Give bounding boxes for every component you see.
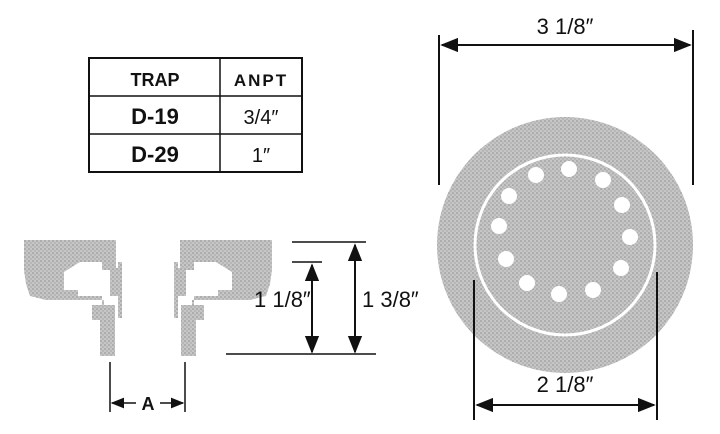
section-right-half	[166, 240, 272, 356]
strainer-hole	[561, 161, 577, 177]
strainer-hole	[595, 172, 611, 188]
strainer-hole	[501, 188, 517, 204]
row-anpt-d29: 1″	[252, 145, 270, 167]
table-border	[88, 57, 303, 173]
strainer-ring	[473, 153, 657, 337]
strainer-hole	[551, 286, 567, 302]
strainer-hole	[498, 251, 514, 267]
row-trap-d19: D-19	[131, 104, 179, 129]
pipe-size-label: A	[142, 394, 155, 414]
side-section-view: A 1 1/8″ 1 3/8″	[24, 240, 419, 414]
inner-height-label: 1 1/8″	[254, 287, 311, 312]
strainer-hole	[519, 275, 535, 291]
header-anpt: ANPT	[234, 71, 288, 90]
inner-diameter-label: 2 1/8″	[537, 372, 594, 397]
strainer-hole	[528, 167, 544, 183]
outer-diameter-label: 3 1/8″	[537, 14, 594, 39]
section-left-half	[24, 240, 130, 356]
strainer-hole	[585, 282, 601, 298]
center-opening	[118, 250, 178, 262]
strainer-hole	[491, 218, 507, 234]
strainer-hole	[613, 260, 629, 276]
trap-table: TRAP ANPT D-19 3/4″ D-29 1″	[88, 57, 303, 173]
row-anpt-d19: 3/4″	[244, 107, 279, 129]
strainer-hole	[622, 229, 638, 245]
row-trap-d29: D-29	[131, 142, 179, 167]
strainer-hole	[614, 197, 630, 213]
overall-height-label: 1 3/8″	[362, 287, 419, 312]
top-view: 3 1/8″ 2 1/8″	[437, 14, 694, 420]
header-trap: TRAP	[131, 70, 180, 90]
